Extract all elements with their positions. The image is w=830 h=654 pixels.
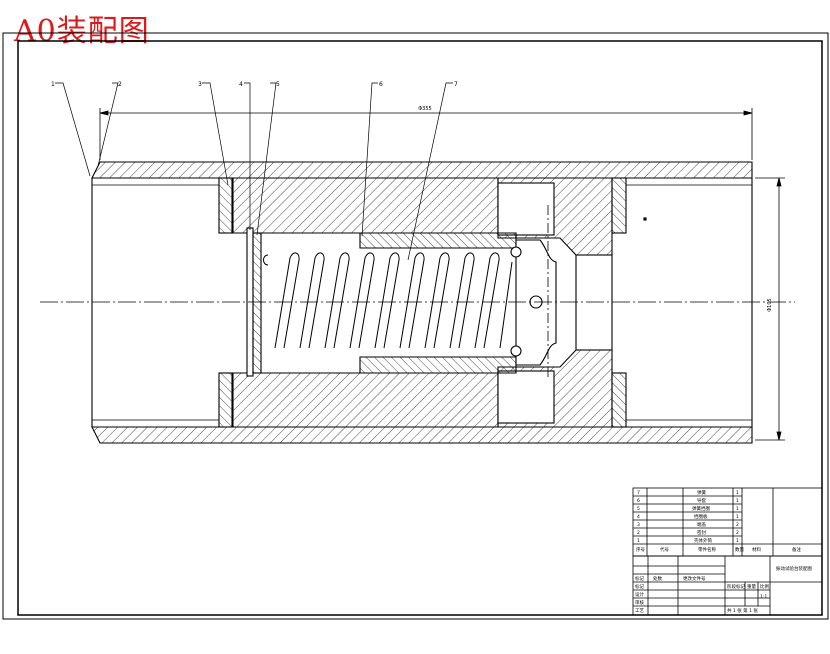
left-endcap-bottom — [218, 372, 234, 428]
bom-no: 1 — [637, 538, 640, 544]
center-lower-body — [231, 372, 499, 428]
sheet-count: 共 1 张 第 1 张 — [727, 607, 758, 614]
bom-header-no: 序号 — [636, 546, 645, 553]
callout-4: 4 — [239, 81, 243, 88]
section-view — [40, 161, 795, 444]
title-block — [632, 555, 823, 616]
guide-sleeve-top — [359, 232, 517, 249]
bom-header-name: 零件名称 — [698, 546, 716, 553]
weight-label: 重量 — [747, 583, 756, 590]
stage-label: 阶段标记 — [727, 583, 745, 590]
leader-lines — [55, 82, 453, 261]
bom-qty: 1 — [736, 506, 739, 512]
bom-header-qty: 数量 — [735, 546, 744, 553]
sheet-title: A0装配图 — [14, 14, 150, 49]
bom-name: 弹簧挡圈 — [692, 505, 710, 512]
left-endcap-top — [218, 177, 234, 234]
bom-header-material: 材料 — [752, 546, 761, 553]
guide-sleeve-bottom — [359, 356, 517, 374]
bom-qty: 2 — [736, 522, 739, 528]
row-label-marker: 标记 — [635, 583, 644, 590]
bom-name: 挡圈板 — [694, 513, 708, 520]
bom-no: 7 — [637, 490, 640, 496]
bom-qty: 1 — [736, 514, 739, 520]
scale-value: 1:1 — [760, 594, 767, 600]
bom-qty: 2 — [736, 530, 739, 536]
grid-label-2: 处数 — [653, 575, 662, 582]
callout-7: 7 — [454, 81, 458, 88]
row-label-design: 设计 — [635, 591, 644, 598]
right-bore — [575, 254, 613, 351]
row-label-review: 审核 — [635, 599, 644, 606]
bom-no: 4 — [637, 514, 640, 520]
right-endcap-top — [611, 177, 627, 234]
bom-qty: 1 — [736, 538, 739, 544]
bom-name: 弹簧 — [697, 489, 706, 496]
grid-label-3: 更改文件号 — [683, 575, 706, 582]
bom-rows: 7 弹簧 1 6 导套 1 5 弹簧挡圈 1 4 挡圈板 1 3 端盖 2 2 … — [636, 489, 801, 553]
bom-no: 6 — [637, 498, 640, 504]
bom-no: 5 — [637, 506, 640, 512]
bom-name: 导套 — [697, 497, 706, 504]
housing-top-wall — [91, 161, 753, 179]
drawing-name: 振动试验台装配图 — [776, 565, 812, 572]
callout-1: 1 — [51, 81, 55, 88]
callout-labels: 1 2 3 4 5 6 7 — [51, 81, 458, 88]
spring — [263, 252, 513, 349]
bom-qty: 1 — [736, 490, 739, 496]
housing-bottom-wall — [91, 426, 753, 444]
bom-header-note: 备注 — [792, 546, 801, 553]
bom-no: 2 — [637, 530, 640, 536]
bom-qty: 1 — [736, 498, 739, 504]
bom-name: 端盖 — [697, 521, 706, 528]
callout-6: 6 — [379, 81, 383, 88]
inner-border — [17, 40, 823, 616]
bom-name: 密封 — [697, 529, 706, 536]
right-recess-top — [497, 182, 555, 236]
circlip — [252, 232, 262, 374]
right-recess-bottom — [497, 370, 555, 424]
callout-3: 3 — [198, 81, 202, 88]
grid-label-1: 标记 — [635, 575, 644, 582]
dimension-lines — [99, 108, 785, 441]
dim-length: Φ355 — [418, 106, 431, 112]
row-label-process: 工艺 — [635, 608, 644, 614]
bom-name: 壳体外筒 — [694, 537, 712, 544]
bom-no: 3 — [637, 522, 640, 528]
callout-5: 5 — [276, 81, 280, 88]
right-endcap-bottom — [611, 372, 627, 428]
callout-2: 2 — [118, 81, 122, 88]
title-block-text: 振动试验台装配图 标记 处数 更改文件号 标记 设计 审核 工艺 阶段标记 重量… — [635, 565, 812, 614]
bom-header-code: 代号 — [660, 546, 669, 553]
outer-border — [2, 32, 829, 620]
bom-table — [632, 487, 823, 557]
scale-label: 比例 — [760, 583, 769, 590]
dim-diameter: Φ105 — [767, 298, 773, 311]
